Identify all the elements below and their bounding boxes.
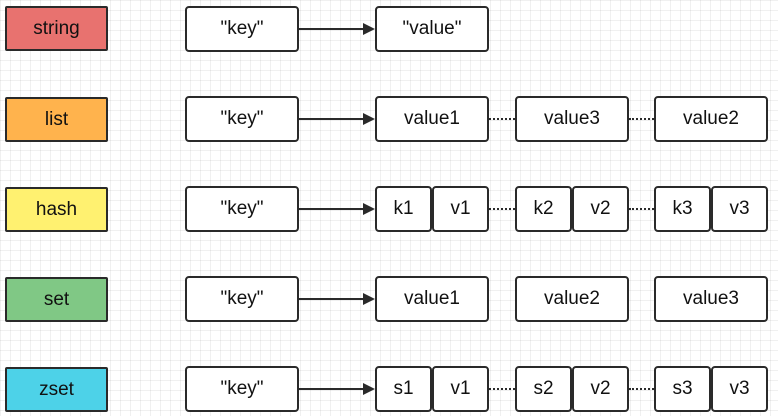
type-hash: hash bbox=[5, 187, 108, 232]
arrow-set bbox=[299, 298, 363, 300]
key-box-hash: "key" bbox=[185, 186, 299, 232]
list-item-1: value1 bbox=[375, 96, 489, 142]
type-zset: zset bbox=[5, 367, 108, 412]
zset-member-1: v1 bbox=[432, 366, 489, 412]
hash-value-3: v3 bbox=[711, 186, 768, 232]
arrow-head-hash bbox=[363, 203, 375, 215]
hash-field-2: k2 bbox=[515, 186, 572, 232]
list-item-3: value2 bbox=[654, 96, 768, 142]
key-box-list: "key" bbox=[185, 96, 299, 142]
value-box-string: "value" bbox=[375, 6, 489, 52]
zset-member-2: v2 bbox=[572, 366, 629, 412]
hash-field-3: k3 bbox=[654, 186, 711, 232]
hash-value-1: v1 bbox=[432, 186, 489, 232]
hash-value-2: v2 bbox=[572, 186, 629, 232]
list-link-2 bbox=[629, 118, 654, 120]
key-box-set: "key" bbox=[185, 276, 299, 322]
arrow-head-list bbox=[363, 113, 375, 125]
hash-field-1: k1 bbox=[375, 186, 432, 232]
hash-link-1 bbox=[489, 208, 515, 210]
set-member-3: value3 bbox=[654, 276, 768, 322]
type-string: string bbox=[5, 6, 108, 51]
zset-score-1: s1 bbox=[375, 366, 432, 412]
key-box-string: "key" bbox=[185, 6, 299, 52]
arrow-list bbox=[299, 118, 363, 120]
list-link-1 bbox=[489, 118, 515, 120]
set-member-2: value2 bbox=[515, 276, 629, 322]
arrow-zset bbox=[299, 388, 363, 390]
hash-link-2 bbox=[629, 208, 654, 210]
zset-score-2: s2 bbox=[515, 366, 572, 412]
key-box-zset: "key" bbox=[185, 366, 299, 412]
type-set: set bbox=[5, 277, 108, 322]
zset-link-2 bbox=[629, 388, 654, 390]
arrow-head-zset bbox=[363, 383, 375, 395]
set-member-1: value1 bbox=[375, 276, 489, 322]
arrow-head-string bbox=[363, 23, 375, 35]
zset-link-1 bbox=[489, 388, 515, 390]
type-list: list bbox=[5, 97, 108, 142]
arrow-head-set bbox=[363, 293, 375, 305]
arrow-string bbox=[299, 28, 363, 30]
zset-score-3: s3 bbox=[654, 366, 711, 412]
list-item-2: value3 bbox=[515, 96, 629, 142]
arrow-hash bbox=[299, 208, 363, 210]
zset-member-3: v3 bbox=[711, 366, 768, 412]
